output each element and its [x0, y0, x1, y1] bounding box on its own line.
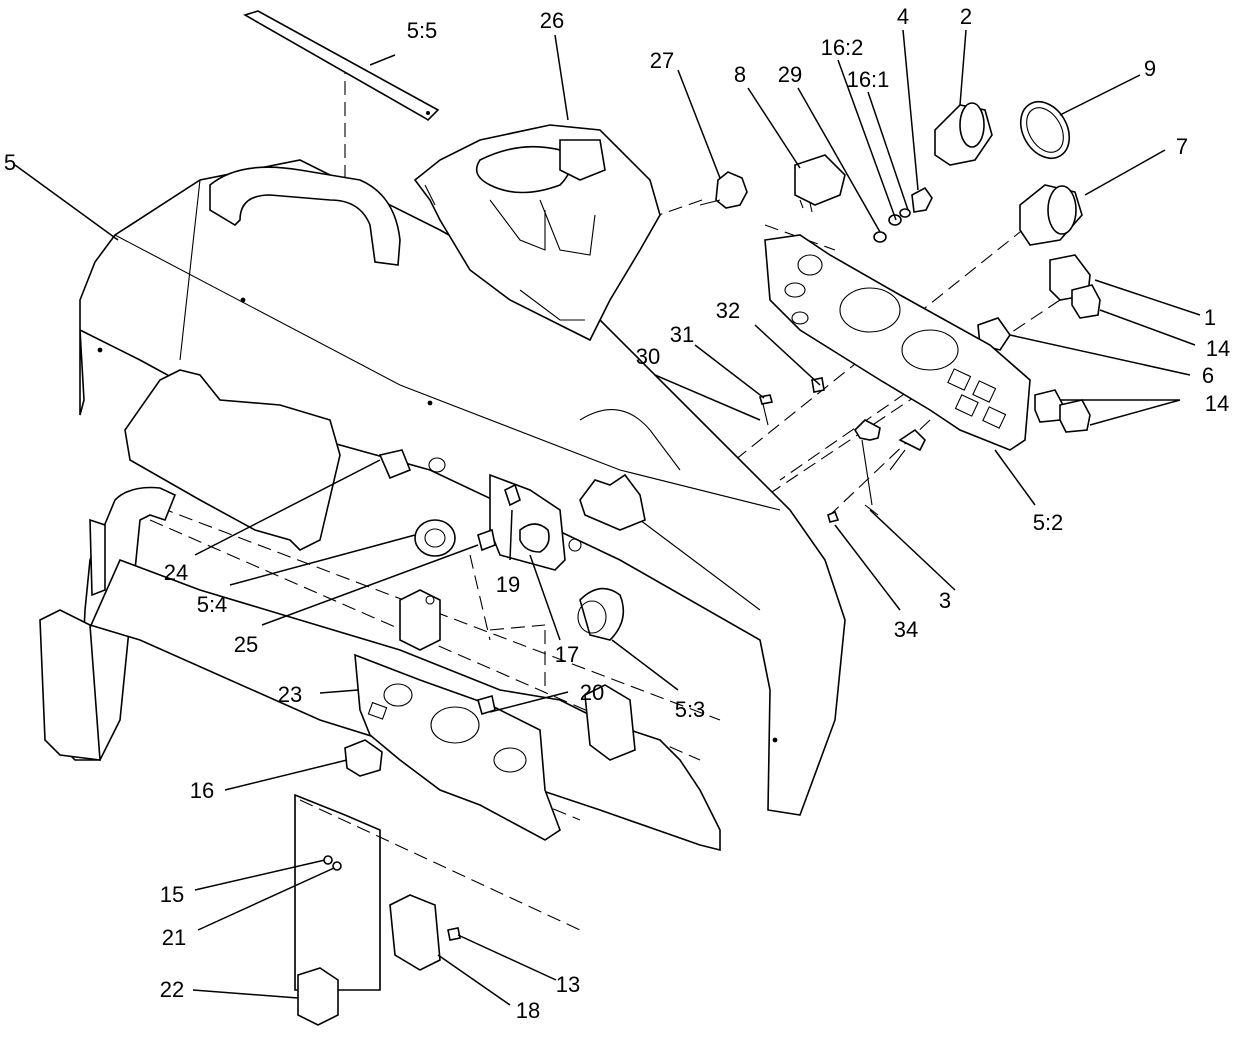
dash-panel-part — [79, 159, 846, 816]
callout-21: 21 — [162, 925, 186, 950]
callout-9: 9 — [1144, 56, 1156, 81]
small-hardware-parts — [873, 186, 933, 243]
callout-27: 27 — [650, 48, 674, 73]
callout-16: 16 — [190, 778, 214, 803]
callout-23: 23 — [278, 682, 302, 707]
callout-14-lower: 14 — [1205, 391, 1229, 416]
callout-24: 24 — [164, 560, 188, 585]
callout-25: 25 — [234, 632, 258, 657]
callout-29: 29 — [778, 62, 802, 87]
callout-labels: 5:5 5 26 27 8 29 16:2 16:1 4 2 9 7 1 14 … — [4, 4, 1230, 1023]
callout-17: 17 — [555, 642, 579, 667]
callout-8: 8 — [734, 62, 746, 87]
callout-19: 19 — [496, 572, 520, 597]
callout-5-2: 5:2 — [1033, 510, 1064, 535]
callout-15: 15 — [160, 882, 184, 907]
gauge-part-upper — [934, 102, 993, 166]
bezel-ring-part — [1019, 100, 1071, 160]
callout-5-5: 5:5 — [407, 18, 438, 43]
callout-6: 6 — [1202, 363, 1214, 388]
callout-16-1: 16:1 — [847, 67, 890, 92]
gauge-part-lower — [1019, 184, 1083, 246]
rocker-switch-part — [794, 154, 846, 213]
decal-strip-part — [243, 10, 440, 122]
leader-lines — [14, 29, 1201, 1006]
callout-13: 13 — [556, 972, 580, 997]
callout-26: 26 — [540, 8, 564, 33]
callout-16-2: 16:2 — [821, 35, 864, 60]
callout-2: 2 — [960, 4, 972, 29]
callout-1: 1 — [1204, 305, 1216, 330]
callout-34: 34 — [894, 617, 918, 642]
callout-32: 32 — [716, 298, 740, 323]
fastener-parts — [758, 377, 926, 523]
lower-electrical-parts — [294, 739, 461, 1026]
callout-5: 5 — [4, 150, 16, 175]
callout-4: 4 — [897, 4, 909, 29]
callout-5-4: 5:4 — [197, 592, 228, 617]
callout-14-upper: 14 — [1206, 336, 1230, 361]
lower-mount-parts — [414, 519, 625, 641]
switch-blank-parts — [1034, 254, 1101, 433]
instrument-plate-part — [764, 234, 1031, 451]
cup-holder-part — [413, 124, 661, 342]
callout-22: 22 — [160, 977, 184, 1002]
callout-30: 30 — [636, 344, 660, 369]
knob-part — [699, 171, 748, 209]
callout-18: 18 — [516, 998, 540, 1023]
callout-3: 3 — [939, 588, 951, 613]
callout-5-3: 5:3 — [675, 697, 706, 722]
callout-7: 7 — [1176, 134, 1188, 159]
callout-20: 20 — [580, 680, 604, 705]
callout-31: 31 — [670, 322, 694, 347]
